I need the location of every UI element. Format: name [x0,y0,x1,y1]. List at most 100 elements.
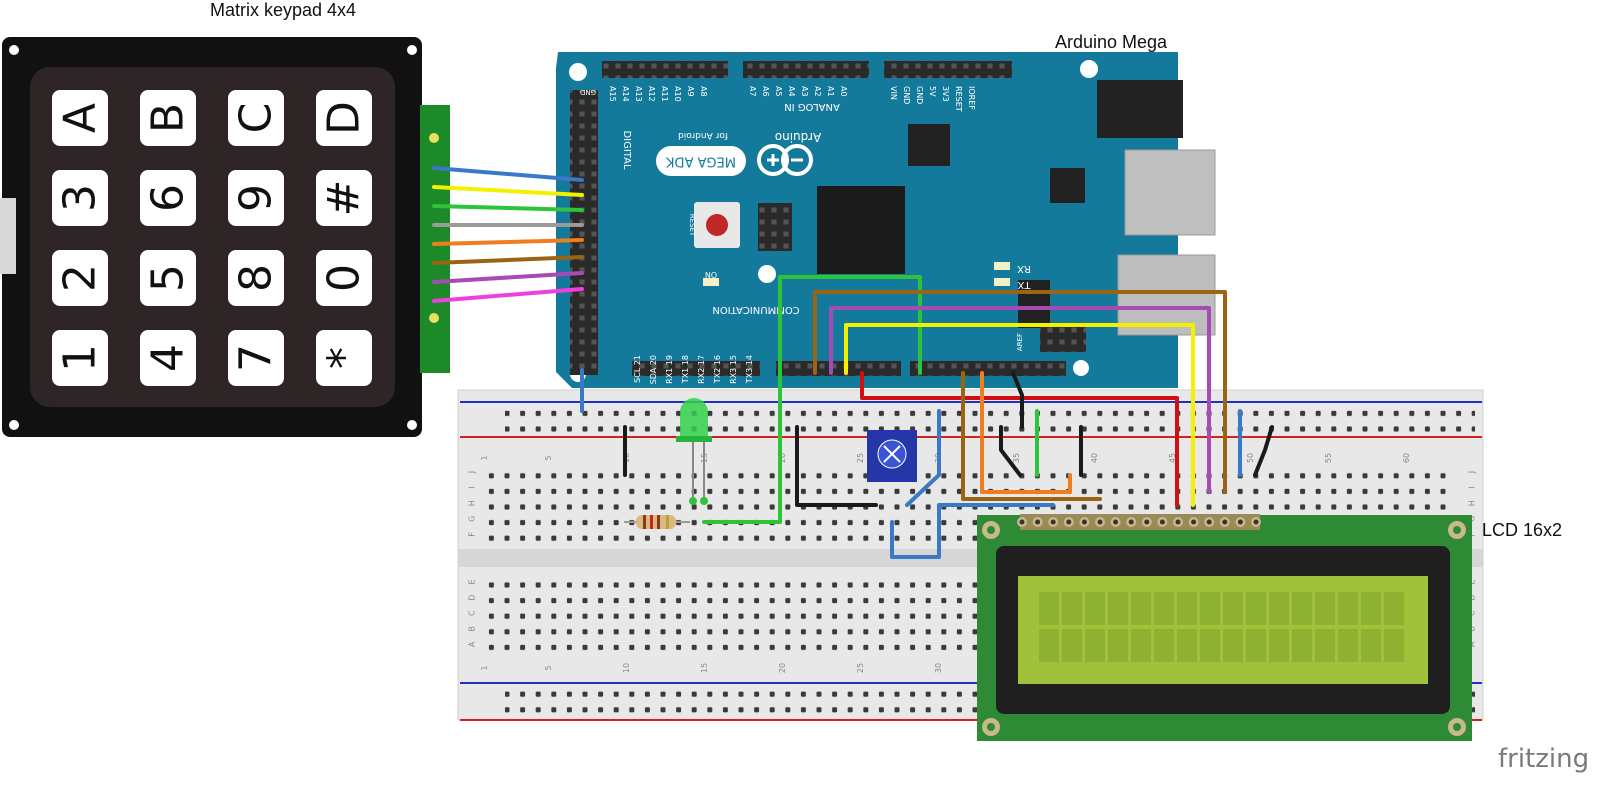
lcd-pin-hole [1175,519,1181,525]
for-android-text: for Android [678,130,728,140]
lcd-pin-hole [1066,519,1072,525]
on-led [703,278,719,286]
lcd-pin-hole [1253,519,1259,525]
row-letter: I [1468,486,1477,488]
column-number: 60 [1402,453,1411,463]
keypad-key: D [316,90,372,146]
rx-led [994,262,1010,270]
keypad-key: C [228,90,284,146]
keypad-connector [420,105,450,373]
keypad-key: 5 [140,250,196,306]
lcd-pin-hole [1144,519,1150,525]
header-digital-side [570,90,598,375]
row-letter: J [1468,471,1477,474]
keypad-key-label: # [319,180,370,217]
digital-label: DIGITAL [621,130,632,170]
chip-main [817,186,905,274]
wire-yellow-long [844,323,1195,507]
wire-pink-keypad [432,287,584,303]
keypad-key-label: * [319,347,370,369]
row-letter: H [1468,500,1477,506]
wire-black-3 [999,425,1022,477]
comm-pin-label: RX3 15 [729,355,738,384]
column-number: 5 [544,665,553,670]
column-number: 20 [778,663,787,673]
top-pin-label: A5 [774,86,783,97]
wire-orange-keypad [432,238,584,246]
lcd-pin-hole [1206,519,1212,525]
keypad-key-label: 2 [55,264,106,292]
column-number: 20 [778,453,787,463]
row-letter: G [468,516,477,522]
top-pin-label: A8 [699,86,708,97]
keypad-key-label: 1 [55,344,106,372]
keypad-key-label: 8 [231,264,282,292]
row-letter: B [468,626,477,632]
keypad-key: 3 [52,170,108,226]
row-letter: E [468,579,477,584]
keypad-key-label: 3 [55,184,106,212]
lcd-pins [1017,517,1261,527]
keypad-key: 4 [140,330,196,386]
keypad-key-label: B [143,103,194,133]
lcd-16x2 [977,514,1472,741]
wire-yellow-keypad [432,185,584,197]
keypad-key-label: D [319,101,370,135]
comm-pin-label: SCL 21 [633,355,642,383]
column-number: 5 [544,455,553,460]
top-pin-label: A1 [826,86,835,97]
keypad-key: 1 [52,330,108,386]
top-pin-label: GND [915,86,924,104]
column-number: 50 [1246,453,1255,463]
column-number: 25 [856,453,865,463]
keypad-tab [0,198,16,274]
usb-a-port [1124,149,1216,236]
top-pin-label: A13 [634,86,643,102]
row-letter: F [468,532,477,537]
column-number: 25 [856,663,865,673]
header-analog-high [602,61,728,78]
wire-blue-lcd [890,503,1055,559]
green-led [676,398,712,505]
analog-in-label: ANALOG IN [784,101,840,112]
aref-label: AREF [1016,333,1024,351]
arduino-logo [757,144,813,176]
keypad-key: 9 [228,170,284,226]
keypad-label: Matrix keypad 4x4 [210,0,357,20]
comm-pin-label: SDA 20 [649,355,658,384]
top-power-holes [505,405,1475,435]
wire-blue-pot [905,409,941,507]
comm-pin-label: TX1 18 [681,355,690,384]
gnd-label: GND [580,88,596,96]
tx-led [994,278,1010,286]
keypad-key: 7 [228,330,284,386]
chip-icsp [1018,280,1050,328]
resistor [624,515,690,529]
power-jack [1097,80,1183,138]
lcd-pin-hole [1113,519,1119,525]
chip-small [908,124,950,166]
keypad-key: # [316,170,372,226]
top-pin-label: A4 [787,86,796,97]
header-comm [632,361,760,376]
row-letter: H [468,500,477,506]
top-pin-label: A10 [673,86,682,102]
lcd-pin-hole [1191,519,1197,525]
top-pin-label: A12 [647,86,656,102]
keypad-key-label: 4 [143,344,194,372]
keypad-key-label: 7 [231,344,282,372]
reset-label: RESET [688,214,696,237]
lcd-pin-hole [1222,519,1228,525]
header-pwm-high [910,361,1066,376]
keypad-key-label: 6 [143,184,194,212]
keypad-key: 0 [316,250,372,306]
keypad-key: 2 [52,250,108,306]
fritzing-logo: fritzing [1498,744,1590,774]
top-pin-label: RESET [954,86,963,112]
row-letter: J [468,471,477,474]
